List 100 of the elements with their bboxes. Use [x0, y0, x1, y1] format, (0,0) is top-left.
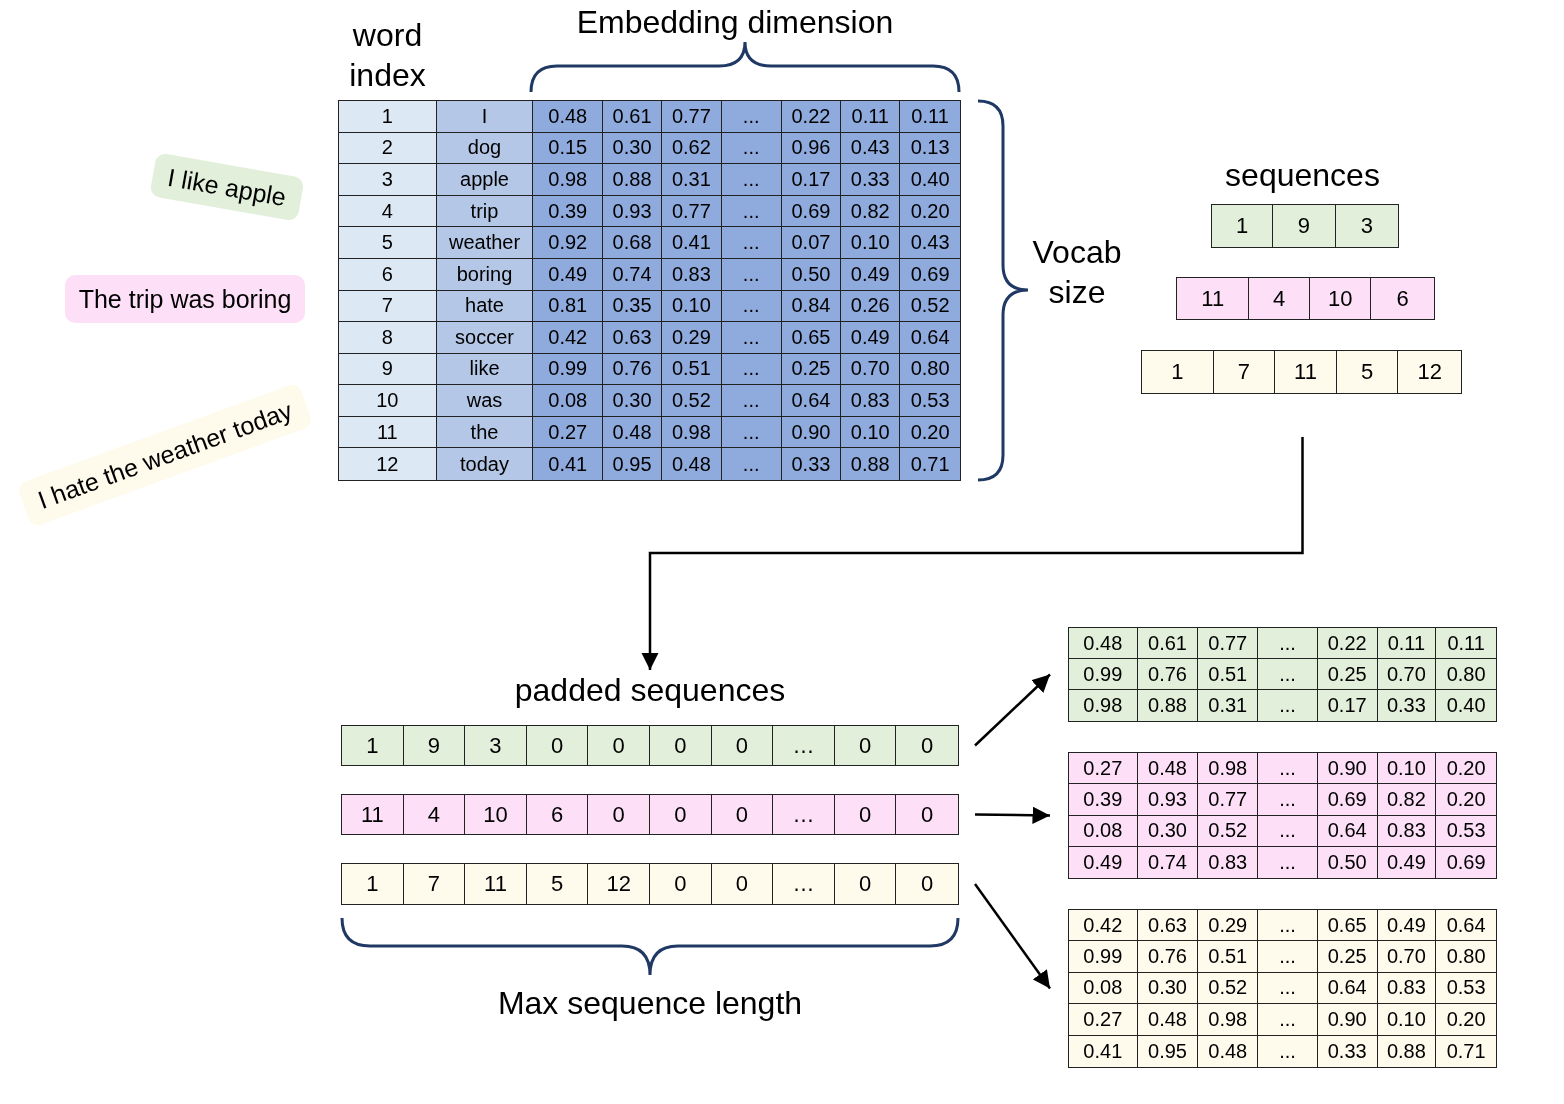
table-cell: 11	[339, 416, 437, 449]
table-cell: 1	[1142, 351, 1214, 393]
padded-sequence-row	[341, 863, 959, 905]
table-cell: 0.69	[1317, 784, 1378, 816]
table-cell: 0.20	[900, 416, 960, 449]
table-cell: 5	[526, 864, 589, 904]
table-cell: 0	[896, 726, 958, 765]
table-cell: 0.30	[1137, 815, 1199, 847]
table-cell: ...	[721, 448, 782, 480]
table-cell: 3	[465, 726, 527, 765]
table-cell: like	[436, 353, 534, 386]
table-cell: 0.88	[841, 448, 901, 480]
table-cell: 0.25	[1317, 659, 1378, 690]
table-cell: was	[436, 385, 534, 417]
table-cell: apple	[436, 164, 534, 196]
table-cell: 0.90	[781, 416, 842, 449]
table-cell: 0	[834, 726, 897, 765]
table-cell: 12	[1398, 351, 1461, 393]
table-cell: ...	[1258, 690, 1318, 721]
table-cell: …	[773, 795, 835, 834]
table-cell: ...	[1258, 1004, 1318, 1036]
table-cell: 0.26	[841, 290, 901, 323]
table-cell: 0.11	[1436, 628, 1496, 659]
sticky-note: I like apple	[149, 152, 305, 222]
table-cell: 0.08	[1069, 972, 1138, 1005]
sequence-row	[1176, 277, 1435, 320]
table-cell: 0.08	[1069, 815, 1138, 847]
table-cell: 0.35	[603, 290, 662, 323]
table-cell: 0.10	[1377, 753, 1437, 785]
table-cell: 4	[1249, 278, 1310, 319]
table-cell: 0.10	[841, 227, 901, 259]
table-cell: 0.20	[1436, 1004, 1496, 1036]
table-cell: 8	[339, 322, 437, 354]
table-cell: 0.52	[661, 385, 722, 417]
table-cell: ...	[1258, 628, 1318, 659]
table-cell: 11	[1177, 278, 1250, 319]
table-cell: 0.50	[781, 258, 842, 291]
table-cell: 10	[465, 795, 527, 834]
table-cell: 0.71	[900, 448, 960, 480]
table-cell: 0.41	[533, 448, 604, 480]
table-cell: 0.52	[1198, 815, 1259, 847]
table-cell: 0.42	[1069, 910, 1138, 942]
table-cell: 0.39	[1069, 784, 1138, 816]
table-cell: 0	[834, 864, 897, 904]
table-cell: 0.49	[841, 322, 901, 354]
table-cell: trip	[436, 195, 534, 228]
table-cell: 0.48	[603, 416, 662, 449]
table-cell: 0.62	[661, 132, 722, 165]
table-cell: 0.98	[1198, 1004, 1259, 1036]
table-cell: 0.77	[661, 101, 722, 133]
table-cell: 0.76	[1137, 659, 1199, 690]
table-cell: 0.98	[1069, 690, 1138, 721]
table-cell: 0.83	[1198, 846, 1259, 878]
table-cell: 0.48	[661, 448, 722, 480]
table-cell: ...	[1258, 815, 1318, 847]
arrow	[974, 673, 1051, 747]
table-cell: ...	[1258, 910, 1318, 942]
table-cell: the	[436, 416, 534, 449]
table-cell: 0.10	[1377, 1004, 1437, 1036]
table-cell: …	[773, 726, 835, 765]
table-cell: I	[436, 101, 534, 133]
table-cell: 0.27	[1069, 1004, 1138, 1036]
table-cell: 0.53	[1436, 972, 1496, 1005]
table-cell: 0.51	[1198, 941, 1259, 973]
table-cell: 0.98	[533, 164, 604, 196]
table-cell: 0.80	[900, 353, 960, 386]
table-cell: 0.33	[841, 164, 901, 196]
table-cell: 0.31	[661, 164, 722, 196]
table-cell: 0.52	[900, 290, 960, 323]
table-cell: 5	[1336, 351, 1399, 393]
table-cell: 0.96	[781, 132, 842, 165]
table-cell: 10	[1309, 278, 1372, 319]
table-cell: 0	[650, 726, 712, 765]
table-cell: 0.20	[1436, 753, 1496, 785]
table-cell: 0.99	[533, 353, 604, 386]
table-cell: 0.49	[1377, 910, 1437, 942]
arrow	[641, 437, 1304, 670]
table-cell: 0.50	[1317, 846, 1378, 878]
sticky-note: I hate the weather today	[16, 382, 314, 528]
table-cell: 0.61	[603, 101, 662, 133]
table-cell: hate	[436, 290, 534, 323]
table-cell: 6	[526, 795, 589, 834]
table-cell: 0.17	[1317, 690, 1378, 721]
table-cell: 0.63	[603, 322, 662, 354]
table-cell: ...	[1258, 846, 1318, 878]
table-cell: 0.43	[900, 227, 960, 259]
table-cell: 7	[403, 864, 466, 904]
padded-sequence-row	[341, 725, 959, 766]
embedding-matrix	[1068, 627, 1497, 722]
table-cell: 0.88	[1137, 690, 1199, 721]
table-cell: 0.81	[533, 290, 604, 323]
table-cell: ...	[1258, 972, 1318, 1005]
table-cell: 0.83	[841, 385, 901, 417]
table-cell: 0.49	[1069, 846, 1138, 878]
table-cell: 0.76	[1137, 941, 1199, 973]
sequence-row	[1141, 350, 1462, 394]
table-cell: 0	[650, 864, 712, 904]
table-cell: 6	[339, 258, 437, 291]
table-cell: 4	[403, 795, 466, 834]
axis-label: word index	[348, 16, 427, 95]
